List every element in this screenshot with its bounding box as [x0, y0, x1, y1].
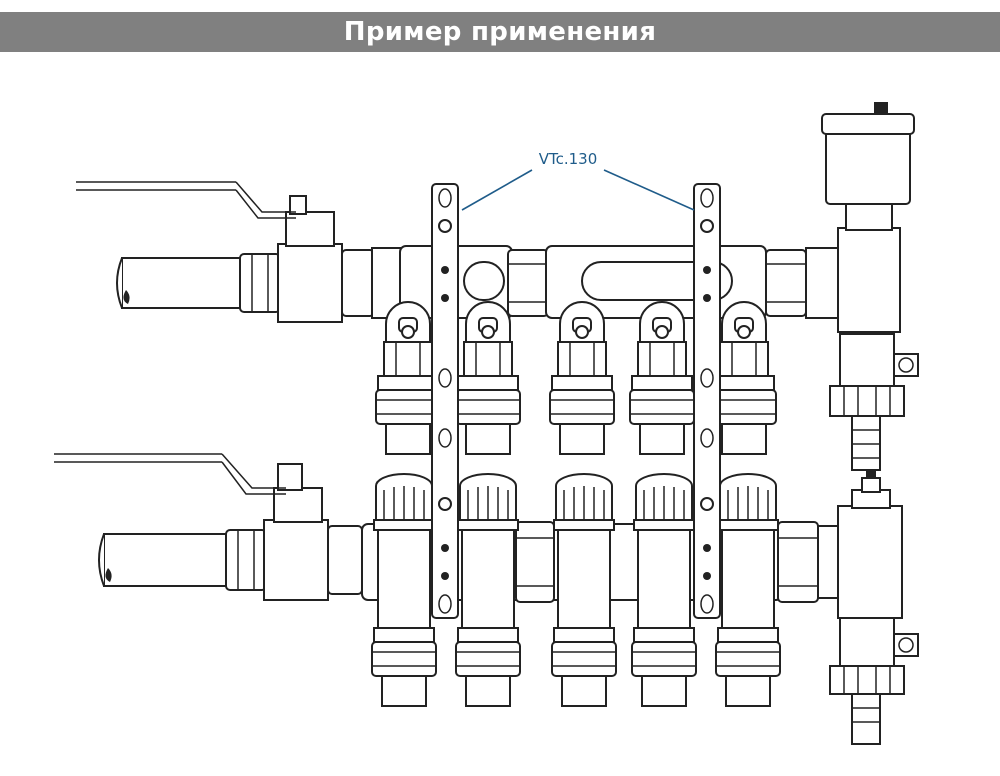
- bottom-outlet-2: [455, 473, 521, 707]
- bracket-right: [693, 183, 721, 619]
- bracket-callout-label: VTc.130: [539, 150, 598, 168]
- top-outlet-4: [629, 301, 695, 455]
- bracket-left: [431, 183, 459, 619]
- bottom-drain-valve: [829, 617, 919, 745]
- bottom-outlet-3: [551, 473, 617, 707]
- page-title-bar: Пример применения: [0, 12, 1000, 52]
- bracket-callout: VTc.130: [461, 150, 695, 211]
- top-outlet-5: [711, 301, 777, 455]
- bottom-outlet-4: [631, 473, 697, 707]
- bottom-inlet-pipe: [98, 533, 229, 587]
- bottom-ball-valve: [54, 453, 363, 601]
- top-inlet-pipe: [116, 257, 243, 309]
- top-drain-valve: [829, 333, 919, 471]
- top-ball-valve: [76, 181, 403, 323]
- top-outlet-2: [455, 301, 521, 455]
- manifold-assembly-diagram: VTc.130: [54, 102, 919, 745]
- bottom-outlet-5: [715, 473, 781, 707]
- top-outlet-1: [375, 301, 441, 455]
- top-air-vent: [805, 102, 915, 333]
- top-outlet-3: [549, 301, 615, 455]
- bottom-outlet-1: [371, 473, 437, 707]
- page-title: Пример применения: [343, 17, 657, 47]
- bottom-end-tee: [817, 470, 903, 619]
